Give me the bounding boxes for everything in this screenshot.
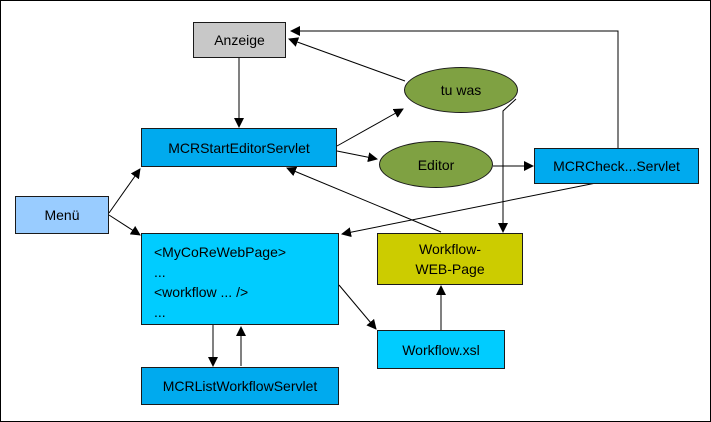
arrow-check-servlet-to-anzeige [290, 26, 619, 156]
editor-ellipse: Editor [379, 141, 493, 188]
start-editor-servlet-label: MCRStartEditorServlet [168, 139, 310, 156]
list-workflow-servlet-label: MCRListWorkflowServlet [162, 378, 318, 394]
arrow-tu-was-to-anzeige [288, 37, 406, 82]
check-servlet-box: MCRCheck...Servlet [534, 148, 699, 184]
arrow-mycore-page-to-workflow-xsl [338, 284, 377, 330]
editor-label: Editor [417, 156, 455, 173]
mycore-webpage-box: <MyCoReWebPage> ... <workflow ... /> ... [141, 233, 339, 325]
anzeige-box: Anzeige [193, 22, 286, 58]
menu-box: Menü [15, 196, 109, 234]
mycore-webpage-line: <workflow ... /> [154, 284, 249, 300]
tu-was-ellipse: tu was [404, 67, 518, 113]
mycore-webpage-lines: <MyCoReWebPage> ... <workflow ... /> ... [154, 242, 286, 322]
mycore-webpage-line: ... [154, 304, 166, 320]
arrow-start-editor-to-tu-was [336, 108, 404, 147]
arrow-check-servlet-to-mycore-page [341, 181, 602, 238]
start-editor-servlet-box: MCRStartEditorServlet [141, 128, 337, 167]
workflow-web-page-box: Workflow- WEB-Page [377, 233, 523, 285]
list-workflow-servlet-box: MCRListWorkflowServlet [141, 367, 339, 405]
workflow-web-page-line: Workflow- [419, 241, 481, 257]
arrow-menu-to-start-editor [108, 168, 141, 214]
workflow-web-page-line: WEB-Page [415, 261, 485, 277]
workflow-xsl-box: Workflow.xsl [377, 330, 505, 369]
arrow-start-editor-to-editor [336, 150, 378, 163]
workflow-xsl-label: Workflow.xsl [402, 341, 480, 358]
arrow-workflow-web-page-to-start-editor [286, 166, 442, 233]
arrow-tu-was-to-workflow-web-page [498, 98, 517, 233]
arrow-menu-to-mycore-page [108, 214, 141, 236]
check-servlet-label: MCRCheck...Servlet [553, 158, 680, 174]
mycore-webpage-line: <MyCoReWebPage> [154, 244, 287, 260]
anzeige-label: Anzeige [214, 32, 265, 48]
tu-was-label: tu was [440, 82, 482, 98]
menu-label: Menü [44, 207, 80, 223]
mycore-webpage-line: ... [154, 264, 166, 280]
